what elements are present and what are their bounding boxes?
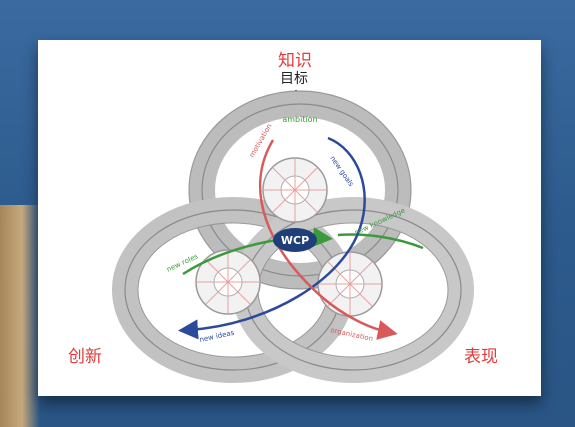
background-image-strip (0, 205, 40, 427)
diagram-card: WCP ambition new goals motivation new kn… (38, 40, 541, 396)
band-text-roles: new roles (165, 252, 199, 274)
label-knowledge: 知识 (278, 51, 312, 71)
green-arrow-right (337, 233, 424, 250)
wheel-top (262, 157, 328, 223)
label-goal: 目标 (280, 71, 308, 87)
blue-arrow (178, 136, 366, 340)
label-performance: 表现 (464, 347, 498, 367)
wheel-left (195, 249, 261, 315)
wcp-badge (273, 228, 317, 252)
band-text-organization: organization (330, 326, 374, 343)
red-arrow (259, 139, 398, 340)
label-innovation: 创新 (68, 347, 102, 367)
wcp-badge-text: WCP (281, 234, 309, 247)
trefoil-diagram: WCP ambition new goals motivation new kn… (112, 90, 474, 383)
band-text-ideas: new ideas (199, 329, 236, 344)
band-text-goals: new goals (328, 155, 355, 189)
band-text-ambition: ambition (282, 115, 317, 124)
wheel-right (317, 251, 383, 317)
